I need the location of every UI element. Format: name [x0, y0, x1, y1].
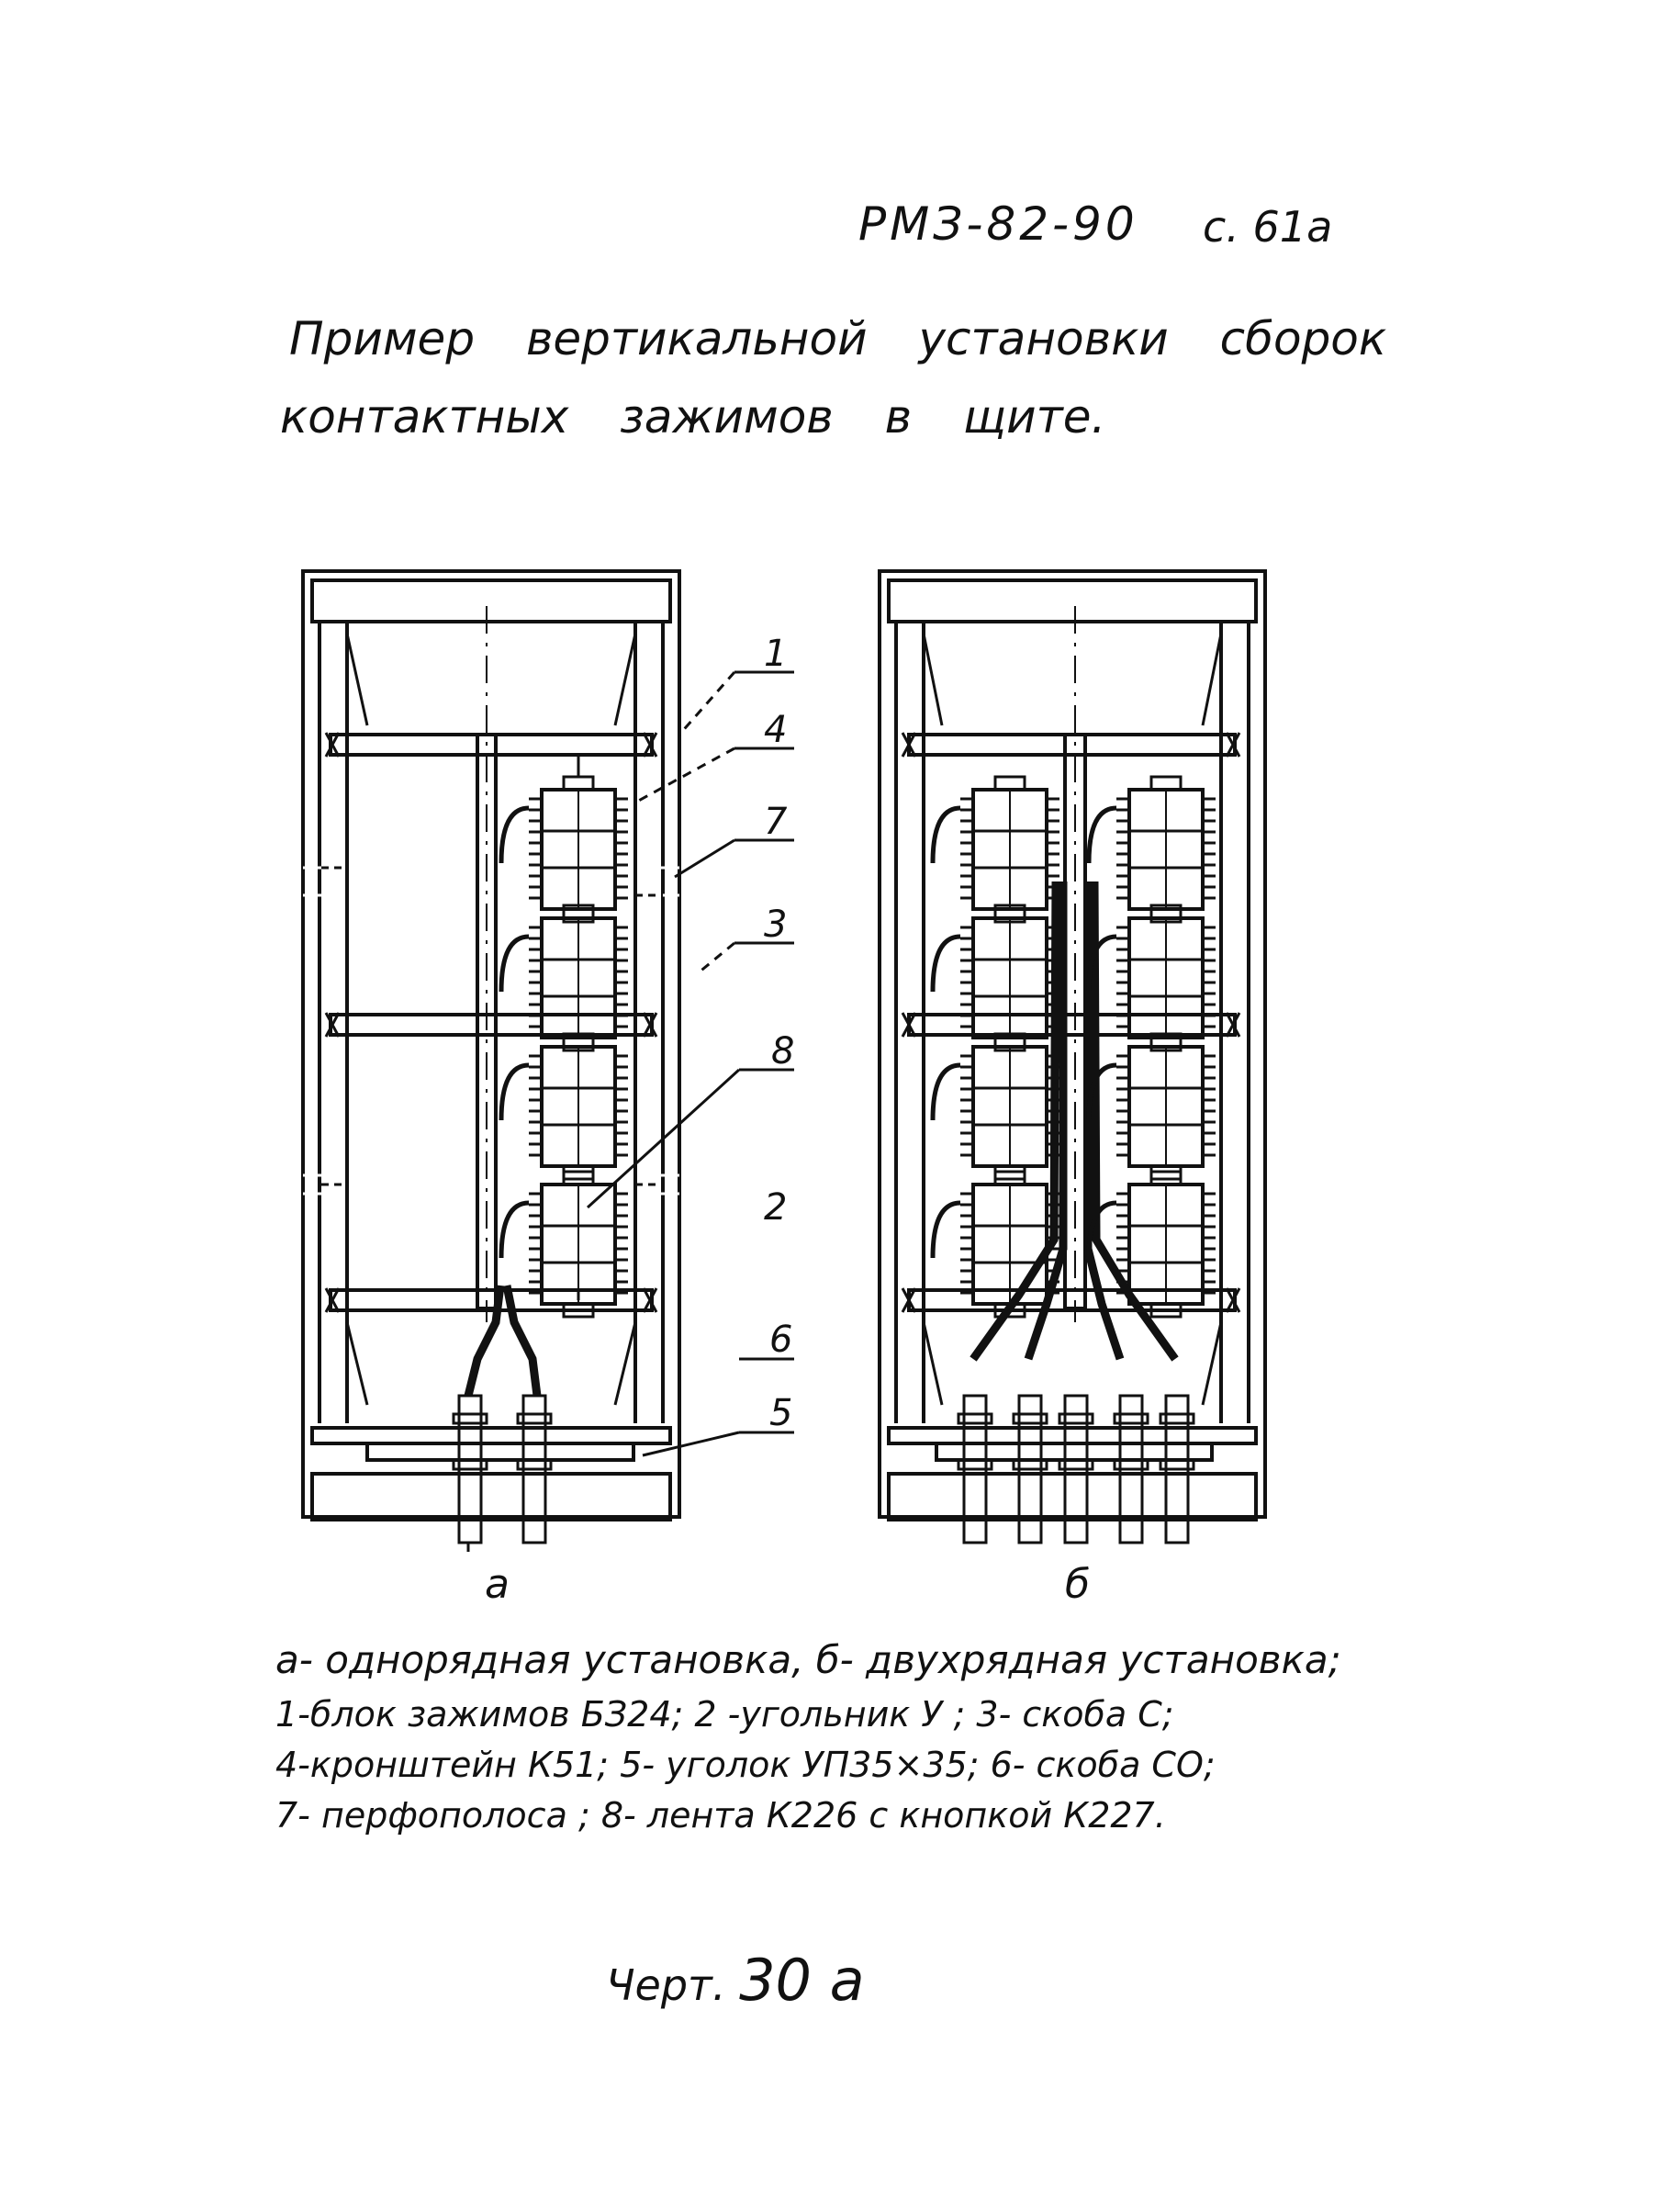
- callout-3: 3: [764, 904, 787, 946]
- callout-6: 6: [769, 1319, 792, 1361]
- view-b-label: б: [1065, 1561, 1090, 1608]
- callout-4: 4: [764, 709, 787, 751]
- legend-line-4: 7- перфополоса ; 8- лента К226 с кнопкой…: [275, 1795, 1166, 1836]
- legend-line-1: а- однорядная установка, б- двухрядная у…: [275, 1637, 1341, 1682]
- view-a-cabinet: [301, 569, 681, 1552]
- page-number: с. 61а: [1203, 202, 1333, 252]
- view-b-cabinet: [878, 569, 1267, 1544]
- document-code: РМЗ-82-90: [858, 197, 1138, 251]
- legend-line-2: 1-блок зажимов БЗ24; 2 -угольник У ; 3- …: [275, 1694, 1174, 1735]
- callout-8: 8: [771, 1030, 794, 1072]
- legend-line-3: 4-кронштейн К51; 5- уголок УП35×35; 6- с…: [275, 1745, 1216, 1785]
- title-line-2: контактных зажимов в щите.: [280, 390, 1106, 444]
- figure-caption-prefix: Черт.: [606, 1960, 726, 2010]
- view-a-label: а: [485, 1561, 510, 1608]
- callout-7: 7: [764, 801, 788, 843]
- callout-5: 5: [769, 1392, 792, 1434]
- callout-1: 1: [764, 633, 787, 675]
- figure-caption: Черт. 30 а: [606, 1947, 865, 2014]
- figure-caption-number: 30 а: [739, 1947, 865, 2014]
- title-line-1: Пример вертикальной установки сборок: [289, 312, 1387, 365]
- callout-leaders: [586, 670, 794, 1457]
- callout-2: 2: [764, 1186, 787, 1229]
